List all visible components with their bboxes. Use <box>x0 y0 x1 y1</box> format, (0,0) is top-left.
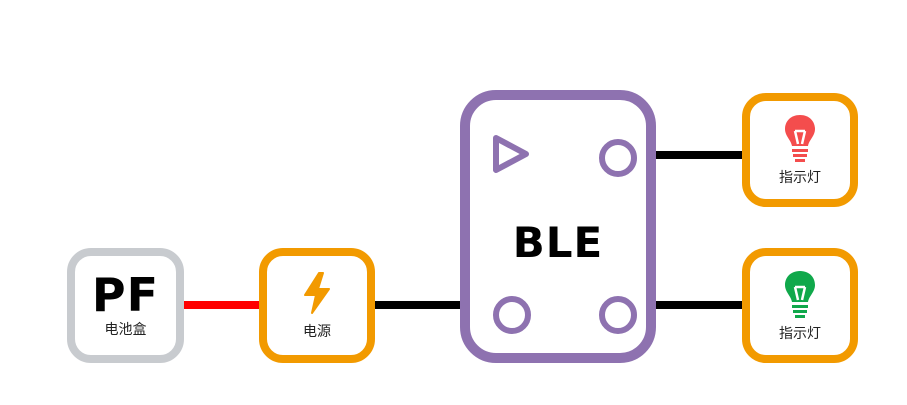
lamp-red-node[interactable]: 指示灯 <box>742 93 858 207</box>
battery-box-label: 电池盒 <box>104 321 147 338</box>
bulb-icon <box>785 115 815 162</box>
wire-power-to-ble <box>370 301 464 309</box>
port-circle-icon[interactable] <box>598 295 638 335</box>
ble-node[interactable]: BLE <box>460 90 656 363</box>
play-triangle-icon <box>493 135 529 173</box>
battery-box-node[interactable]: PF 电池盒 <box>67 248 184 363</box>
ble-title: BLE <box>512 218 604 267</box>
lightning-icon <box>304 271 330 314</box>
bulb-icon <box>785 270 815 318</box>
lamp-red-label: 指示灯 <box>779 170 821 186</box>
wire-ble-to-lamp-red <box>650 151 746 159</box>
wire-ble-to-lamp-green <box>650 301 746 309</box>
port-circle-icon[interactable] <box>598 138 638 178</box>
lamp-green-node[interactable]: 指示灯 <box>742 248 858 363</box>
port-circle-icon[interactable] <box>492 295 532 335</box>
power-node[interactable]: 电源 <box>259 248 375 363</box>
wire-battery-to-power <box>180 301 264 309</box>
power-label: 电源 <box>303 323 331 340</box>
lamp-green-label: 指示灯 <box>779 325 821 342</box>
battery-box-title: PF <box>91 267 160 322</box>
